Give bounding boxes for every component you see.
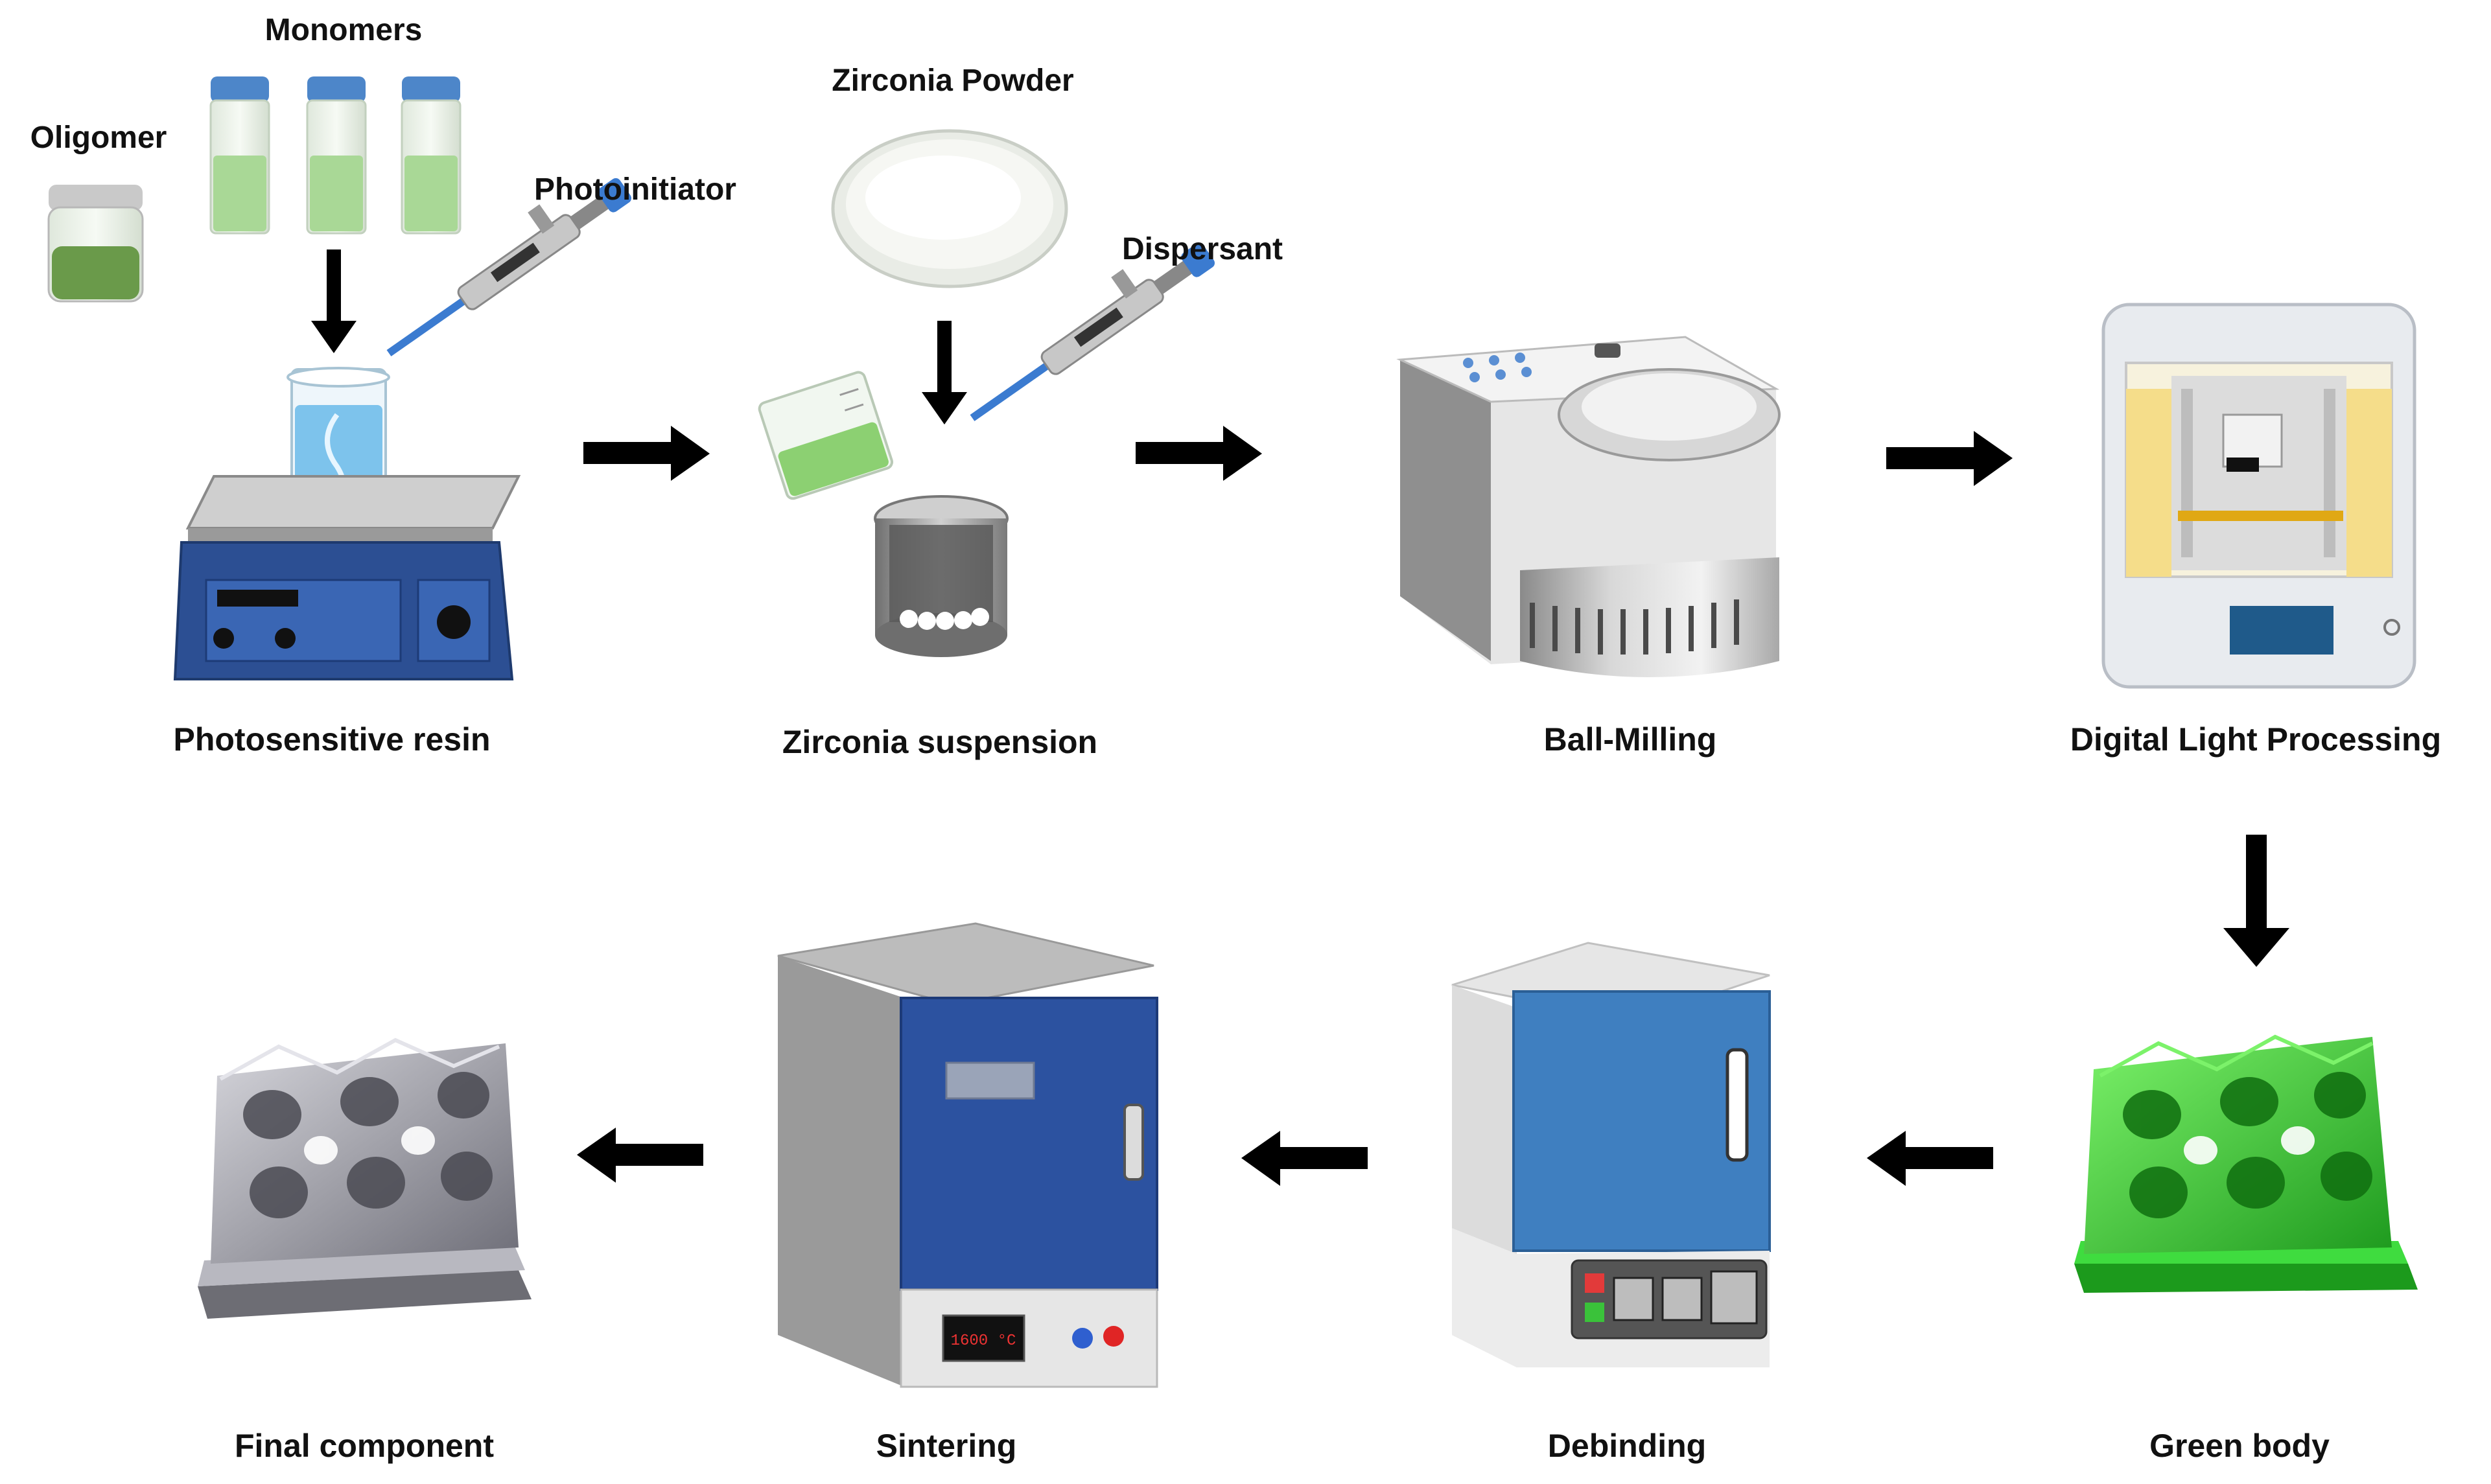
debinding-label: Debinding	[1548, 1428, 1706, 1464]
photosensitive-resin-label: Photosensitive resin	[173, 721, 490, 758]
ball-milling-label: Ball-Milling	[1544, 721, 1717, 758]
dlp-label: Digital Light Processing	[2070, 721, 2441, 758]
arrow-left-2	[1241, 1131, 1368, 1186]
arrow-right-2	[1136, 426, 1262, 481]
debinding-furnace-icon	[1451, 942, 1771, 1367]
green-body-label: Green body	[2149, 1428, 2330, 1464]
arrow-right-1	[583, 426, 710, 481]
furnace-temperature-display: 1600 °C	[951, 1332, 1016, 1350]
arrow-left-1	[1867, 1131, 1993, 1186]
sintering-furnace-icon: 1600 °C	[777, 922, 1158, 1388]
final-component-label: Final component	[235, 1428, 494, 1464]
monomer-vials-icon	[209, 76, 462, 235]
arrow-right-3	[1886, 431, 2013, 486]
final-component-lattice-icon	[198, 1038, 532, 1319]
dispersant-pipette-icon	[970, 242, 1215, 421]
pipette-icon	[386, 178, 631, 356]
milling-jar-icon	[874, 495, 1009, 657]
dlp-printer-icon	[2101, 303, 2416, 689]
photoinitiator-label: Photoinitiator	[534, 172, 736, 207]
arrow-down-dlp	[2223, 835, 2289, 967]
oligomer-jar-icon	[47, 185, 144, 303]
zirconia-suspension-label: Zirconia suspension	[782, 724, 1097, 760]
arrow-down-powder	[922, 321, 967, 424]
hotplate-stirrer-icon	[173, 475, 521, 680]
zirconia-powder-label: Zirconia Powder	[832, 64, 1073, 98]
ball-mill-icon	[1396, 336, 1781, 677]
monomers-label: Monomers	[265, 13, 423, 47]
arrow-down-monomers	[311, 249, 357, 353]
oligomer-label: Oligomer	[30, 121, 167, 155]
measuring-beaker-icon	[758, 371, 894, 500]
green-body-lattice-icon	[2074, 1034, 2418, 1293]
dispersant-label: Dispersant	[1122, 232, 1283, 266]
zirconia-powder-dish-icon	[831, 129, 1068, 288]
sintering-label: Sintering	[876, 1428, 1017, 1464]
arrow-left-3	[577, 1128, 703, 1183]
